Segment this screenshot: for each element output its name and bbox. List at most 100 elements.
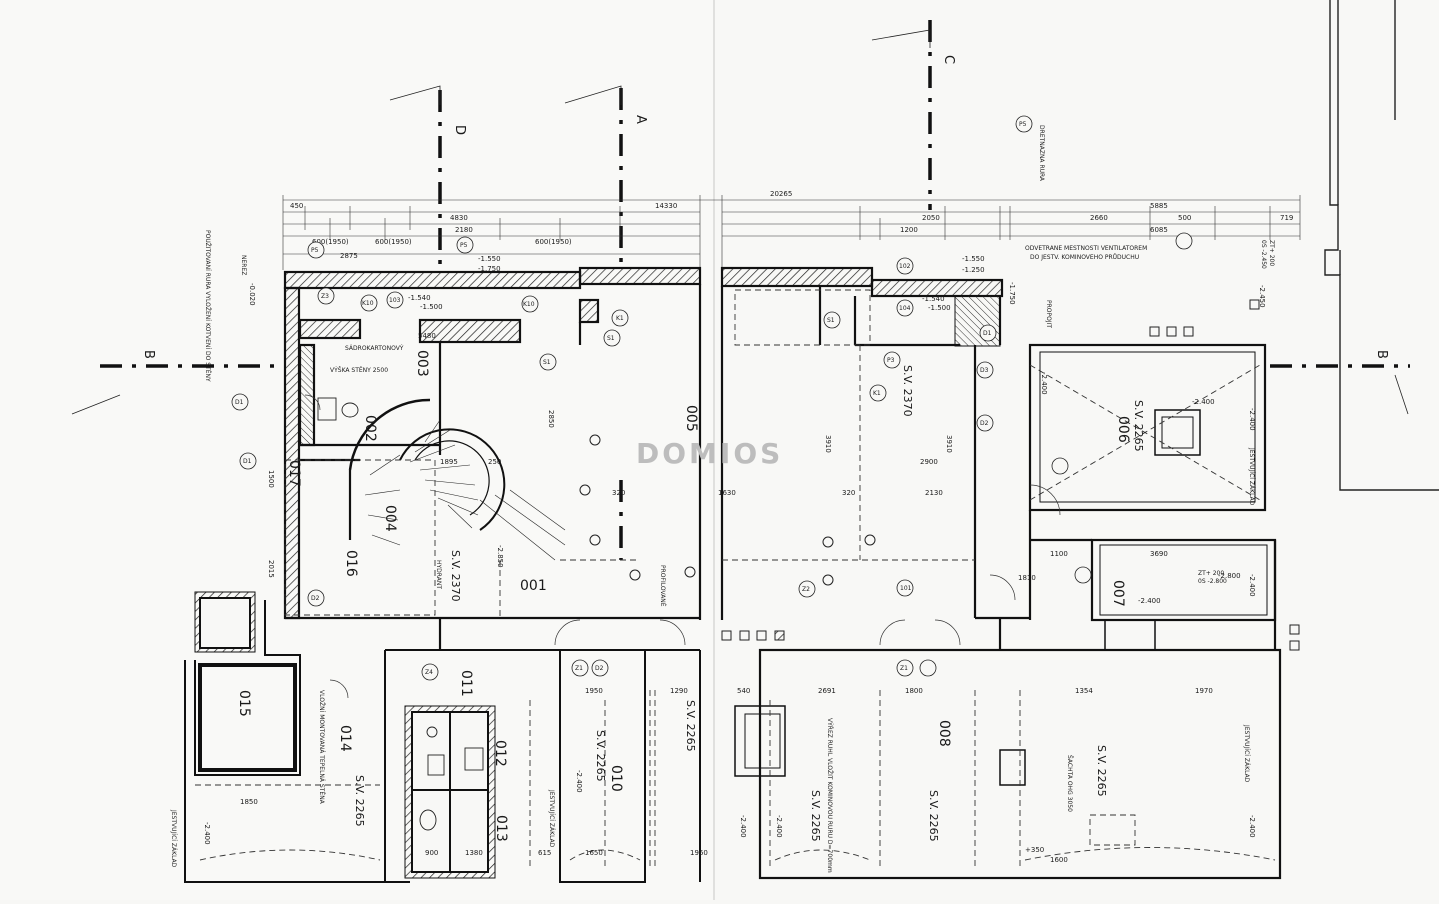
note-odvetrane: ODVETRANE MESTNOSTI VENTILATOREM — [1025, 245, 1147, 252]
dim-1500: 1500 — [267, 470, 275, 488]
note-sadrokarton: SÁDROKARTONOVÝ — [345, 345, 404, 352]
room-011-label: 011 — [458, 670, 474, 697]
note-kominoveho: DO JESTV. KOMINOVEHO PRŮDUCHU — [1030, 254, 1139, 261]
room-014-label: 014 — [337, 725, 353, 752]
level-2400-b: -2.400 — [1192, 398, 1215, 406]
height-label-corridor: S.V. 2265 — [684, 700, 697, 752]
level-1500-b: -1.500 — [928, 304, 951, 312]
room-003-label: 003 — [414, 350, 430, 377]
tag-p5-a: P5 — [311, 247, 319, 254]
tag-103: 103 — [389, 297, 401, 304]
dim-1970: 1970 — [1195, 687, 1213, 695]
dim-3690: 3690 — [1150, 550, 1168, 558]
symbol-boxes — [579, 299, 1300, 651]
tag-k1-b: K1 — [873, 390, 881, 397]
dim-1950-a: 1950 — [585, 687, 603, 695]
detail-tag-labels: P5 Z3 K10 103 K10 P5 S1 S1 K1 D1 D1 D2 Z… — [235, 121, 1027, 676]
dim-719: 719 — [1280, 214, 1293, 222]
axis-label-b-left: B — [141, 350, 156, 359]
dim-2050: 2050 — [922, 214, 940, 222]
level-2400-e: -2.400 — [1248, 574, 1256, 597]
level-plus350: +350 — [1025, 846, 1044, 854]
level-2850: -2.850 — [496, 545, 504, 568]
dim-450: 450 — [290, 202, 303, 210]
dim-2180: 2180 — [455, 226, 473, 234]
note-zt-200-b: ZT+ 200 — [1268, 240, 1275, 266]
dim-1380: 1380 — [465, 849, 483, 857]
sanitary-fixtures — [317, 397, 484, 831]
walls-right — [720, 266, 1282, 880]
room-012-label: 012 — [492, 740, 508, 767]
note-jestv-zaklad-b: JESTVUJÍCÍ ZÁKLAD — [1243, 724, 1250, 783]
room-016-label: 016 — [343, 550, 359, 577]
note-pripoj-rura: POUŽITOVANÍ RURA VYLOŽENÍ KOTVENÍ DO STĚ… — [204, 230, 212, 382]
tag-d1-b: D1 — [243, 458, 252, 465]
dim-5885: 5885 — [1150, 202, 1168, 210]
note-jestv-zaklad-d: JESTVUJÍCÍ ZÁKLAD — [170, 809, 177, 868]
room-008-label: 008 — [936, 720, 952, 747]
height-label-right-bottom: S.V. 2265 — [1095, 745, 1108, 797]
dim-1630: 1630 — [718, 489, 736, 497]
note-jestv-zaklad-c: JESTVUJÍCÍ ZÁKLAD — [548, 789, 555, 848]
room-015-label: 015 — [236, 690, 252, 717]
tag-k10-b: K10 — [523, 301, 535, 308]
level-2400-g: -2.400 — [739, 815, 747, 838]
tag-d3: D3 — [980, 367, 989, 374]
dim-1600: 1600 — [1050, 856, 1068, 864]
tag-k10-a: K10 — [362, 300, 374, 307]
tag-z1-b: Z1 — [900, 665, 908, 672]
room-005-label: 005 — [683, 405, 699, 432]
note-zt-200-a: ZT+ 200 — [1198, 570, 1224, 577]
door-swings — [304, 394, 1061, 699]
dim-500: 500 — [1178, 214, 1191, 222]
room-006-label: 006 — [1115, 416, 1131, 443]
note-profilovane: PROFILOVANÉ — [659, 565, 667, 607]
note-os-2450: 0S -2.450 — [1260, 240, 1267, 269]
dim-1895: 1895 — [440, 458, 458, 466]
walls-lower-left — [184, 591, 701, 883]
level-0020: -0.020 — [248, 283, 256, 306]
level-2450: -2.450 — [1258, 285, 1266, 308]
level-2400-i: -2.400 — [575, 770, 583, 793]
level-2400-f: -2.400 — [1248, 815, 1256, 838]
dim-1354: 1354 — [1075, 687, 1093, 695]
height-label-014: S.V. 2265 — [353, 775, 366, 827]
height-label-006: S.V. 2265 — [1132, 400, 1145, 452]
axis-label-a: A — [633, 115, 648, 124]
tag-d2-c: D2 — [980, 420, 989, 427]
tag-p5-c: P5 — [1019, 121, 1027, 128]
tag-s1-c: S1 — [827, 317, 835, 324]
tag-z2: Z2 — [802, 586, 810, 593]
dim-615: 615 — [538, 849, 551, 857]
tag-104: 104 — [899, 305, 911, 312]
dim-600-1950-a: 600(1950) — [312, 238, 349, 246]
dim-14330: 14330 — [655, 202, 677, 210]
tag-k1: K1 — [616, 315, 624, 322]
height-label-010: S.V. 2265 — [594, 730, 607, 782]
note-os-2800: 0S -2.800 — [1198, 578, 1227, 585]
dim-2130: 2130 — [925, 489, 943, 497]
tag-d1-c: D1 — [983, 330, 992, 337]
dim-540: 540 — [737, 687, 750, 695]
level-2400-j: -2.400 — [203, 822, 211, 845]
dashed-footings-left — [284, 459, 640, 620]
dim-2875: 2875 — [340, 252, 358, 260]
level-1500-a: -1.500 — [420, 303, 443, 311]
dim-1960: 1960 — [690, 849, 708, 857]
tag-z1-a: Z1 — [575, 665, 583, 672]
level-1750-a: -1.750 — [478, 265, 501, 273]
axis-label-d: D — [452, 125, 467, 135]
tag-k10-c: P3 — [887, 357, 895, 364]
tag-101: 101 — [900, 585, 912, 592]
note-vyrez: VÝŘEZ RUHL VLOŽIT KOMINOVOU RURU D=700mm — [826, 718, 834, 873]
level-2400-c: -2.400 — [1248, 408, 1256, 431]
note-nerez: NEREZ — [240, 255, 247, 275]
dim-1290: 1290 — [670, 687, 688, 695]
tag-s1-a: S1 — [543, 359, 551, 366]
dim-600-1950-c: 600(1950) — [535, 238, 572, 246]
height-label-001: S.V. 2370 — [449, 550, 462, 602]
tag-z3: Z3 — [321, 293, 329, 300]
axis-label-b-right: B — [1374, 350, 1389, 359]
